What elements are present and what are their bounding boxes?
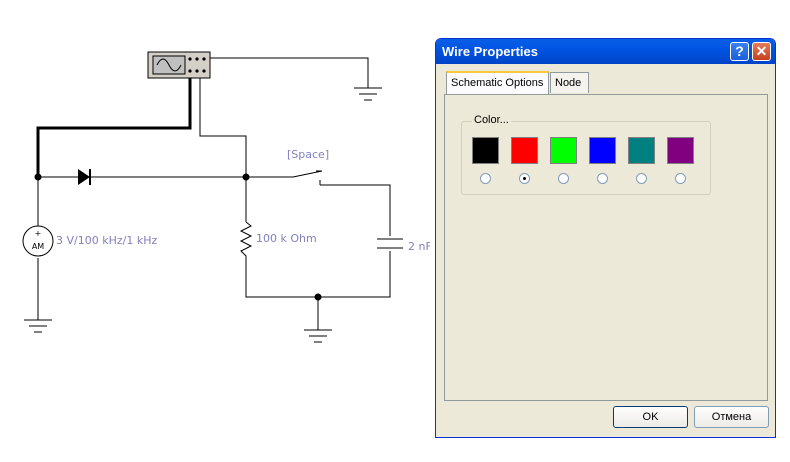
diode-icon[interactable] [78,169,91,185]
color-swatch-teal[interactable] [628,137,655,164]
wire-scope-ground [210,57,369,88]
resistor-label: 100 k Ohm [256,232,317,245]
color-radio-green[interactable] [558,173,569,184]
tab-schematic-options[interactable]: Schematic Options [446,71,549,94]
switch-blade [292,170,323,178]
am-source-icon[interactable]: + AM [22,225,54,257]
ground-icon [354,87,382,101]
resistor-icon [239,221,253,258]
color-swatch-red[interactable] [511,137,538,164]
help-button[interactable]: ? [730,42,749,61]
color-radio-black[interactable] [480,173,491,184]
color-swatch-green[interactable] [550,137,577,164]
junction-dot [34,173,42,181]
color-radio-purple[interactable] [675,173,686,184]
wire-scope-b [199,78,247,177]
color-swatch-black[interactable] [472,137,499,164]
tab-panel: Color... [444,94,768,401]
color-group-caption: Color... [472,114,511,126]
color-radio-blue[interactable] [597,173,608,184]
ok-button[interactable]: OK [613,406,688,428]
source-label: 3 V/100 kHz/1 kHz [56,234,157,247]
junction-dot [242,173,250,181]
color-group: Color... [461,114,711,195]
wire-scope-a [36,78,192,177]
tab-node[interactable]: Node [550,72,589,93]
color-radio-teal[interactable] [636,173,647,184]
dialog-title: Wire Properties [442,44,538,59]
ground-icon [24,319,52,333]
capacitor-label: 2 nF [408,240,430,253]
junction-dot [314,293,322,301]
schematic-canvas[interactable]: + AM [Space] 3 V/100 kHz/1 kHz 100 k Ohm… [0,0,430,462]
close-button[interactable]: ✕ [752,42,771,61]
color-radio-red[interactable] [519,173,530,184]
wire-switch-cap [320,184,391,236]
switch-label: [Space] [287,148,329,161]
color-swatch-purple[interactable] [667,137,694,164]
source-plus: + [35,229,42,238]
oscilloscope-icon[interactable] [147,51,211,79]
source-symbol: AM [32,242,44,251]
cancel-button[interactable]: Отмена [694,406,769,428]
color-swatch-blue[interactable] [589,137,616,164]
ground-icon [304,329,332,343]
wire-bottom [245,251,391,298]
wire-properties-dialog: Wire Properties ? ✕ Schematic Options No… [435,38,776,438]
dialog-titlebar[interactable]: Wire Properties ? ✕ [436,39,775,64]
